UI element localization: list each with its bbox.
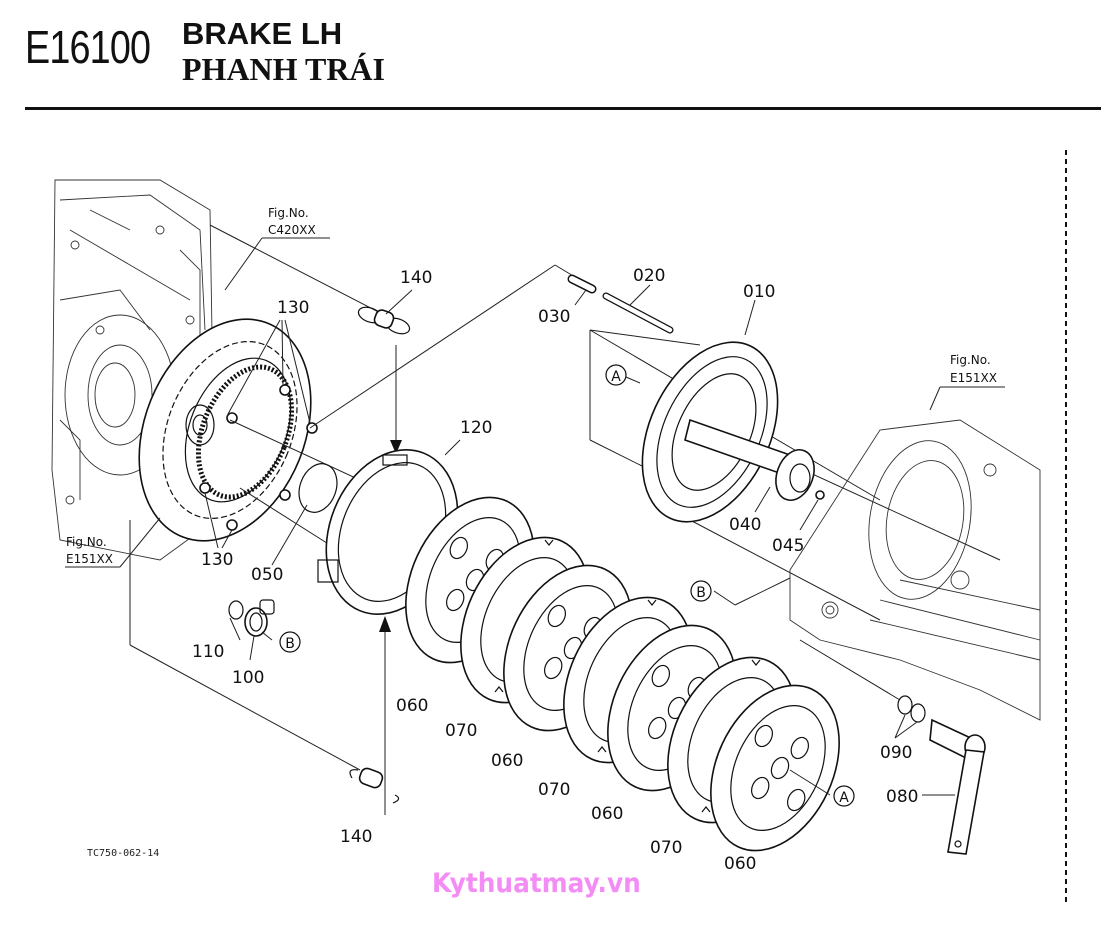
part-label-060-2: 060 — [491, 751, 523, 771]
circlip-050 — [298, 463, 338, 513]
part-label-110: 110 — [192, 642, 224, 662]
page-title-english: BRAKE LH — [182, 16, 343, 51]
svg-text:B: B — [696, 585, 706, 601]
svg-text:B: B — [285, 636, 295, 652]
callout-a-bottom: A — [833, 785, 855, 807]
section-code: E16100 — [25, 21, 151, 73]
svg-text:Fig.No.: Fig.No. — [268, 206, 309, 220]
callout-b-right: B — [690, 580, 712, 602]
part-label-130-top: 130 — [277, 298, 309, 318]
part-label-020: 020 — [633, 266, 665, 286]
svg-text:Fig.No.: Fig.No. — [950, 353, 991, 367]
part-label-010: 010 — [743, 282, 775, 302]
brake-lever-080 — [929, 718, 986, 855]
part-label-140-bottom: 140 — [340, 827, 372, 847]
part-label-070-3: 070 — [650, 838, 682, 858]
page-title-vietnamese: PHANH TRÁI — [182, 51, 385, 87]
callout-a-top: A — [605, 364, 627, 386]
ring-gear — [138, 318, 312, 542]
shaft-040 — [684, 418, 815, 501]
figure-ref-c420xx: Fig.No. C420XX — [268, 206, 316, 237]
part-label-090: 090 — [880, 743, 912, 763]
svg-text:C420XX: C420XX — [268, 223, 316, 237]
callout-b-left: B — [279, 631, 301, 653]
pin-020 — [602, 292, 674, 334]
arrow-icon — [379, 616, 391, 632]
part-label-100: 100 — [232, 668, 264, 688]
part-label-060-3: 060 — [591, 804, 623, 824]
part-label-040: 040 — [729, 515, 761, 535]
part-label-120: 120 — [460, 418, 492, 438]
part-label-050: 050 — [251, 565, 283, 585]
o-rings-090 — [897, 695, 926, 723]
ball-045 — [815, 490, 825, 500]
o-ring-110 — [228, 600, 244, 620]
part-label-060-1: 060 — [396, 696, 428, 716]
axle-housing-right — [789, 419, 1041, 721]
part-label-045: 045 — [772, 536, 804, 556]
svg-text:A: A — [839, 790, 849, 806]
part-label-060-4: 060 — [724, 854, 756, 874]
svg-text:E151XX: E151XX — [66, 552, 113, 566]
part-label-130-bottom: 130 — [201, 550, 233, 570]
part-label-080: 080 — [886, 787, 918, 807]
arrow-icon — [390, 440, 402, 454]
label-leaders — [65, 237, 1005, 796]
part-label-070-2: 070 — [538, 780, 570, 800]
part-label-140-top: 140 — [400, 268, 432, 288]
header-divider — [25, 107, 1101, 110]
pin-030 — [567, 274, 597, 294]
svg-text:A: A — [611, 369, 621, 385]
spring-140-bottom — [349, 616, 400, 815]
svg-text:Fig.No.: Fig.No. — [66, 535, 107, 549]
watermark: Kythuatmay.vn — [432, 868, 641, 899]
drawing-code: TC750-062-14 — [87, 848, 159, 859]
brake-plate-stack — [405, 496, 840, 852]
cam-lever-100 — [244, 599, 275, 637]
spring-140-top — [357, 306, 411, 454]
dowel-pins-130 — [199, 384, 318, 531]
svg-text:E151XX: E151XX — [950, 371, 997, 385]
figure-ref-e151xx-right: Fig.No. E151XX — [950, 353, 997, 385]
figure-ref-e151xx-left: Fig.No. E151XX — [66, 535, 113, 566]
part-label-070-1: 070 — [445, 721, 477, 741]
part-label-030: 030 — [538, 307, 570, 327]
